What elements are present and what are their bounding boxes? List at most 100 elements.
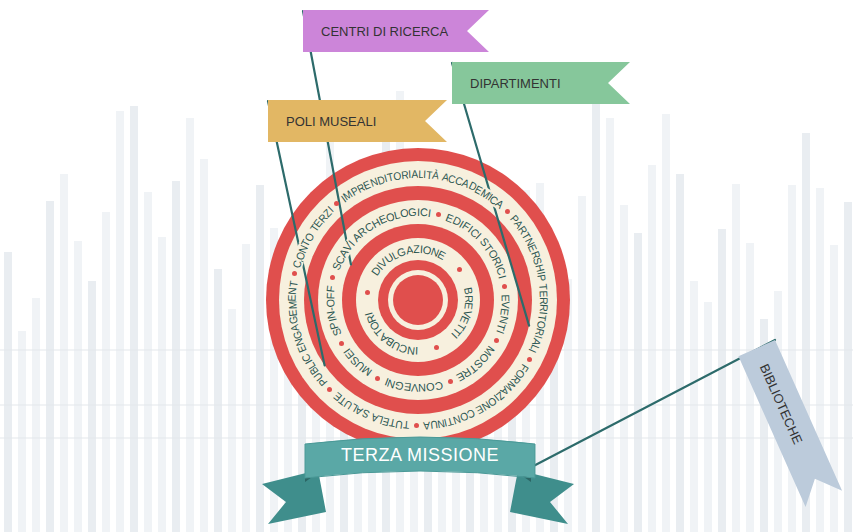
separator-dot: [334, 201, 339, 206]
separator-dot: [292, 271, 297, 276]
flag-cloth: [452, 62, 630, 104]
ribbon-banner: TERZA MISSIONE: [305, 436, 535, 478]
background-bar: [172, 181, 180, 532]
background-bar: [18, 331, 26, 532]
ring-label: MUSEI: [338, 343, 374, 379]
flag-cloth: [738, 340, 842, 507]
background-bar: [690, 281, 698, 532]
separator-dot: [527, 357, 532, 362]
ring-label: INCUBATORI: [361, 306, 425, 359]
ring-letter: N: [418, 382, 427, 394]
ring-label: EDIFICI STORICI: [442, 210, 511, 285]
flag-banner: DIPARTIMENTI: [452, 62, 630, 104]
separator-dot: [457, 267, 462, 272]
separator-dot: [339, 341, 344, 346]
background-bar: [704, 302, 712, 532]
separator-dot: [434, 345, 439, 350]
background-bar: [634, 233, 642, 532]
background-bar: [844, 202, 852, 532]
flag-pole: [533, 340, 775, 466]
separator-dot: [327, 387, 332, 392]
ring-letter: E: [286, 294, 298, 301]
ring-band: [318, 200, 518, 400]
background-bar: [718, 229, 726, 532]
ring-letter: V: [411, 382, 419, 394]
background-bar: [102, 212, 110, 532]
ring-letter: G: [408, 206, 417, 218]
background-bar: [592, 103, 600, 532]
ring-label: BREVETTI: [446, 283, 477, 344]
background-bar: [830, 245, 838, 532]
background-bar: [662, 114, 670, 532]
ring-label: DIVULGAZIONE: [368, 241, 450, 279]
ring-letter: E: [286, 309, 299, 317]
ring-band: [393, 275, 443, 325]
ribbon-tail: [262, 470, 326, 524]
target-ring: DIVULGAZIONE BREVETTI INCUBATORI SCAVI ARCH…: [266, 148, 570, 452]
ring-label: CONTO TERZI: [289, 201, 338, 271]
ring-letter: F: [324, 285, 337, 293]
target-ring: DIVULGAZIONE BREVETTI INCUBATORI SCAVI ARCH…: [304, 186, 532, 414]
background-bar: [60, 174, 68, 532]
flag-label: POLI MUSEALI: [268, 101, 376, 143]
background-bar: [186, 118, 194, 532]
background-bar: [4, 252, 12, 532]
background-bar: [648, 165, 656, 532]
ring-letter: T: [402, 419, 409, 432]
background-bar: [578, 196, 586, 532]
background-bar: [242, 244, 250, 532]
ring-letter: A: [411, 168, 418, 180]
ring-label: CONVEGNI: [378, 374, 446, 396]
background-bar: [88, 281, 96, 532]
flag-banner: POLI MUSEALI: [268, 100, 447, 142]
background-bar: [256, 185, 264, 532]
ring-band: [266, 148, 570, 452]
ring-band: [304, 186, 532, 414]
separator-dot: [365, 290, 370, 295]
flag-banner: CENTRI DI RICERCA: [303, 10, 489, 52]
ring-band: [342, 224, 494, 376]
ring-label: PUBLIC ENGAGEMENT: [284, 276, 331, 390]
ring-band: [356, 238, 480, 362]
background-bar: [228, 309, 236, 532]
flag-cloth: [303, 10, 489, 52]
ring-label: FORMAZIONE CONTINUA: [418, 360, 532, 434]
separator-dot: [505, 209, 510, 214]
ribbon-band: [305, 437, 535, 478]
ring-band: [378, 260, 458, 340]
background-bar: [144, 192, 152, 532]
ring-letter: O: [324, 299, 336, 308]
separator-dot: [414, 423, 419, 428]
ring-label: IMPRENDITORIALITÀ ACCADEMICA: [335, 166, 507, 212]
ring-label: EVENTI: [492, 290, 514, 340]
ring-label: MOSTRE: [453, 343, 498, 385]
background-bar: [214, 269, 222, 532]
ring-label: TUTELA SALUTE: [329, 389, 413, 433]
background-bar: [74, 241, 82, 532]
ribbon-tail: [510, 470, 574, 524]
separator-dot: [448, 379, 453, 384]
ring-letter: T: [287, 280, 300, 288]
ring-letter: A: [423, 419, 431, 431]
ring-letter: E: [538, 290, 550, 297]
flag-cloth: [268, 100, 447, 142]
separator-dot: [494, 338, 499, 343]
ring-letter: M: [286, 301, 298, 310]
background-bar: [46, 201, 54, 532]
background-bar: [606, 118, 614, 532]
separator-dot: [375, 376, 380, 381]
ring-shape: [304, 186, 532, 414]
ring-letter: I: [427, 207, 432, 219]
ring-letter: N: [286, 287, 299, 295]
flag-label: CENTRI DI RICERCA: [303, 11, 448, 53]
ring-letter: O: [425, 381, 435, 394]
ring-letter: U: [429, 419, 438, 432]
ring-band: [388, 270, 448, 330]
background-bar: [200, 159, 208, 532]
ribbon-label: TERZA MISSIONE: [341, 436, 499, 474]
background-bar: [32, 298, 40, 532]
ring-band: [279, 161, 557, 439]
ring-label: SCAVI ARCHEOLOGICI: [329, 204, 438, 274]
target-ring: DIVULGAZIONE BREVETTI INCUBATORI: [342, 224, 494, 376]
background-bar: [130, 106, 138, 532]
